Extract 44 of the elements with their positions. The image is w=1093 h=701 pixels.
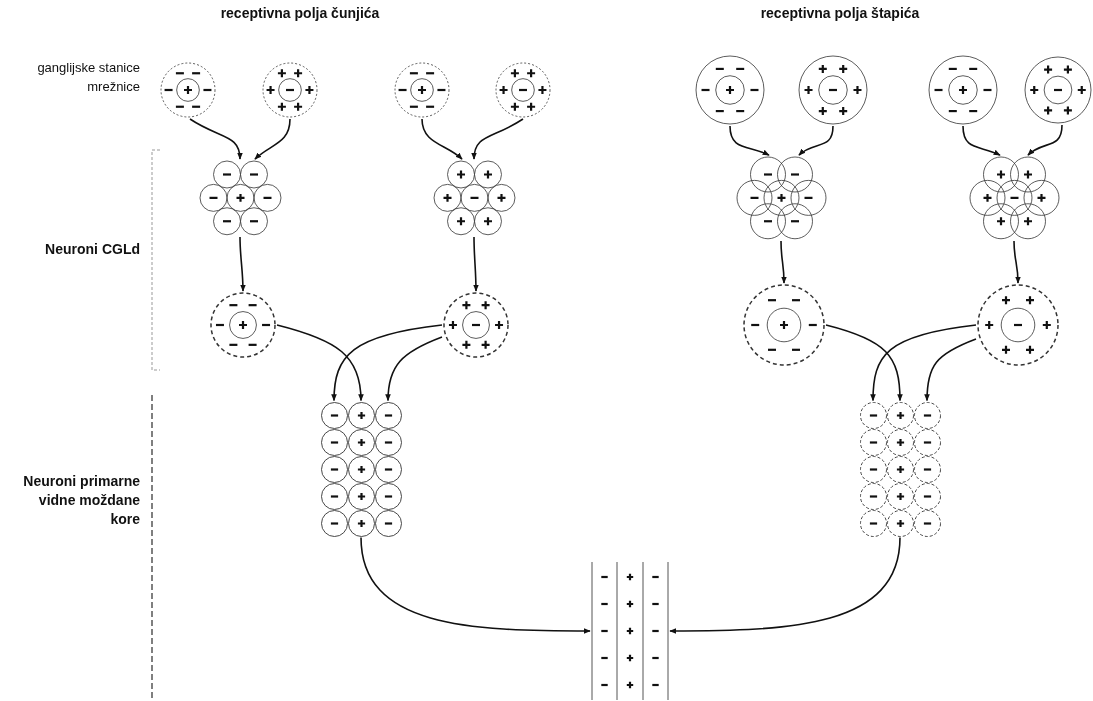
column-heading: receptivna polja čunjića — [219, 4, 381, 23]
receptive-field-drawing — [393, 61, 451, 119]
arrow — [669, 536, 901, 634]
receptive-field-drawing — [858, 400, 942, 538]
arrow — [825, 324, 903, 402]
row-label: Neuroni primarne vidne moždane kore — [22, 472, 140, 529]
row-label: ganglijske stanice mrežnice — [36, 59, 140, 96]
receptive-field-drawing — [1023, 55, 1093, 125]
receptive-field-drawing — [742, 283, 826, 367]
receptive-field-drawing — [694, 54, 766, 126]
arrow — [1027, 124, 1063, 156]
arrow — [331, 324, 443, 402]
column-heading: receptivna polja štapića — [759, 4, 921, 23]
receptive-field-drawing — [319, 400, 403, 538]
receptive-field-drawing — [797, 54, 869, 126]
arrow — [729, 125, 770, 156]
arrow — [421, 118, 463, 160]
arrow — [385, 336, 443, 402]
arrow — [473, 236, 479, 292]
receptive-field-drawing — [734, 155, 828, 241]
receptive-field-drawing — [159, 61, 217, 119]
arrow — [239, 236, 246, 292]
arrow — [471, 118, 524, 160]
receptive-field-drawing — [431, 159, 517, 237]
arrow — [276, 324, 364, 402]
receptive-field-drawing — [590, 561, 670, 701]
arrow — [780, 240, 787, 284]
arrow — [254, 118, 291, 160]
arrow — [360, 536, 591, 634]
receptive-field-drawing — [209, 291, 277, 359]
arrow — [189, 118, 243, 160]
receptive-field-drawing — [197, 159, 283, 237]
arrow — [798, 125, 834, 156]
receptive-field-drawing — [442, 291, 510, 359]
receptive-field-drawing — [261, 61, 319, 119]
arrow — [870, 324, 977, 402]
arrow — [924, 338, 977, 402]
receptive-field-drawing — [976, 283, 1060, 367]
row-label: Neuroni CGLd — [44, 240, 140, 259]
arrow — [962, 125, 1001, 156]
receptive-field-drawing — [927, 54, 999, 126]
receptive-field-drawing — [494, 61, 552, 119]
receptive-field-drawing — [967, 155, 1061, 241]
arrow — [1013, 240, 1021, 284]
